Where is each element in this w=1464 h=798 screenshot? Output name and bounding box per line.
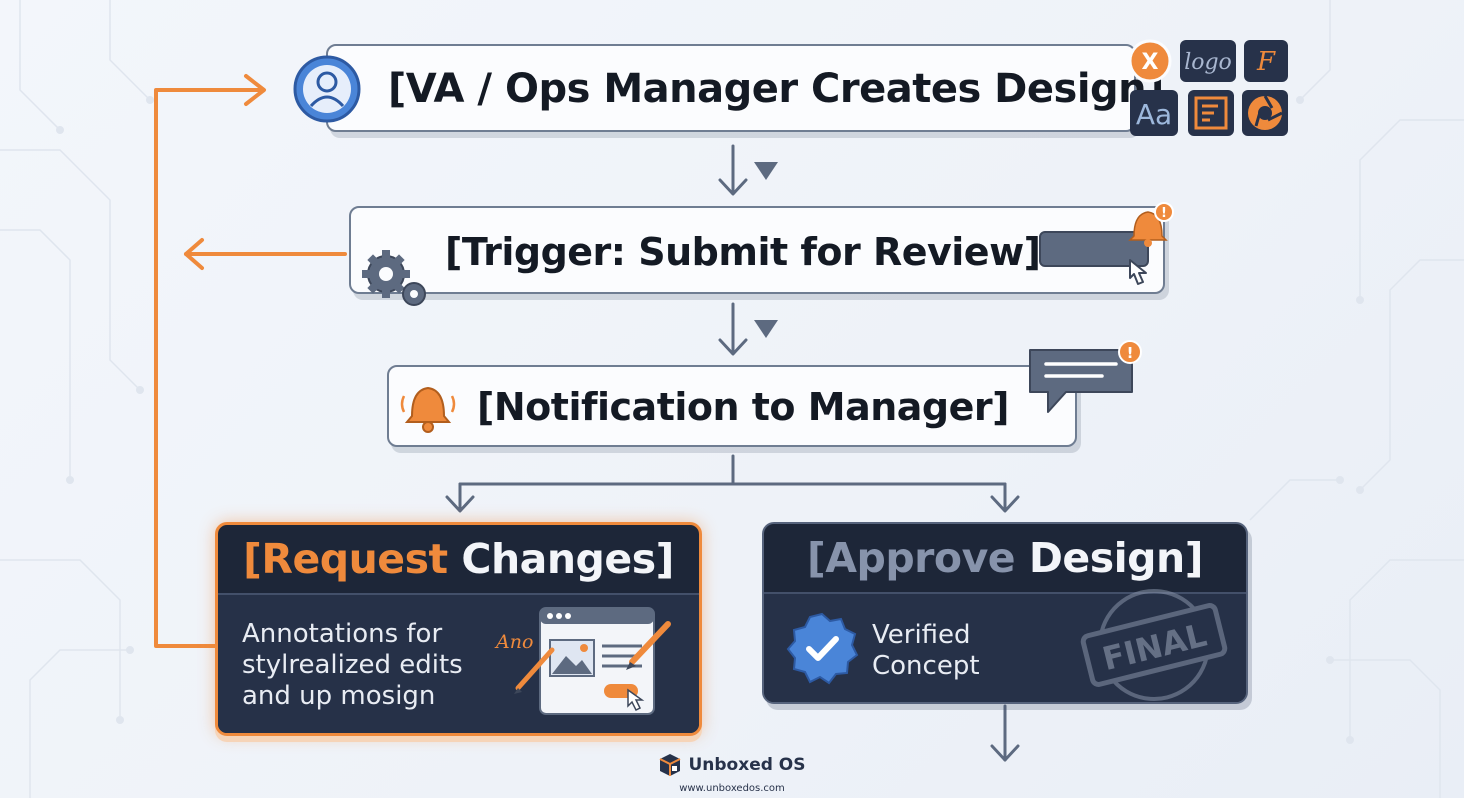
chat-alert-mark: ! (1127, 344, 1134, 362)
create-design-label: [VA / Ops Manager Creates Design] (388, 66, 1164, 112)
approve-design-description: Verified Concept (872, 620, 980, 681)
notify-manager-step: [Notification to Manager] (387, 365, 1077, 447)
close-x-icon: X (1128, 39, 1172, 83)
verified-badge-icon (786, 612, 859, 685)
brand-name: Unboxed OS (688, 755, 806, 775)
design-tools-icons: X logo F Aa (1128, 39, 1288, 136)
layout-icon (1188, 90, 1234, 136)
logo-icon: logo (1180, 40, 1236, 82)
user-avatar-icon (293, 55, 361, 123)
typeface-icon: Aa (1130, 90, 1178, 136)
create-design-step: [VA / Ops Manager Creates Design] (326, 44, 1164, 132)
chat-alert-icon: ! (1029, 340, 1142, 413)
unboxed-logo-icon (660, 754, 681, 776)
annotation-mark-text: Ano (494, 631, 533, 653)
approve-design-title-rest: Design] (1015, 534, 1204, 582)
typeface-icon-text: Aa (1136, 98, 1172, 131)
loop-back-arrow (154, 88, 264, 648)
retry-arrow-head (184, 238, 204, 270)
notify-manager-label: [Notification to Manager] (477, 385, 1010, 429)
request-changes-card: [Request Changes] Annotations for stylre… (215, 522, 702, 736)
bell-icon (400, 386, 456, 433)
loop-back-arrow-head (244, 74, 266, 106)
request-changes-title-rest: Changes] (447, 535, 674, 583)
alert-bell-mark: ! (1161, 206, 1167, 221)
submit-review-step: [Trigger: Submit for Review] (349, 206, 1165, 294)
final-stamp-icon: FINAL (1080, 589, 1228, 701)
submit-review-label: [Trigger: Submit for Review] (445, 230, 1041, 274)
request-changes-title: [Request Changes] (218, 525, 699, 595)
font-icon-text: F (1256, 47, 1276, 77)
alert-bell-icon: ! (1128, 202, 1174, 247)
brand-footer: Unboxed OS www.unboxedos.com (0, 752, 1464, 794)
brand-url[interactable]: www.unboxedos.com (679, 783, 785, 794)
request-changes-description: Annotations for stylrealized edits and u… (242, 619, 463, 711)
gears-icon (362, 250, 426, 306)
annotated-document-icon: Ano (494, 607, 671, 715)
font-icon: F (1244, 40, 1288, 82)
request-changes-title-accent: [Request (243, 535, 448, 583)
approve-design-title: [Approve Design] (764, 524, 1246, 594)
button-click-icon: ! (1039, 202, 1174, 285)
approve-design-title-accent: [Approve (807, 534, 1016, 582)
logo-icon-text: logo (1184, 50, 1232, 75)
aperture-icon (1242, 90, 1288, 136)
close-x-text: X (1142, 50, 1159, 75)
